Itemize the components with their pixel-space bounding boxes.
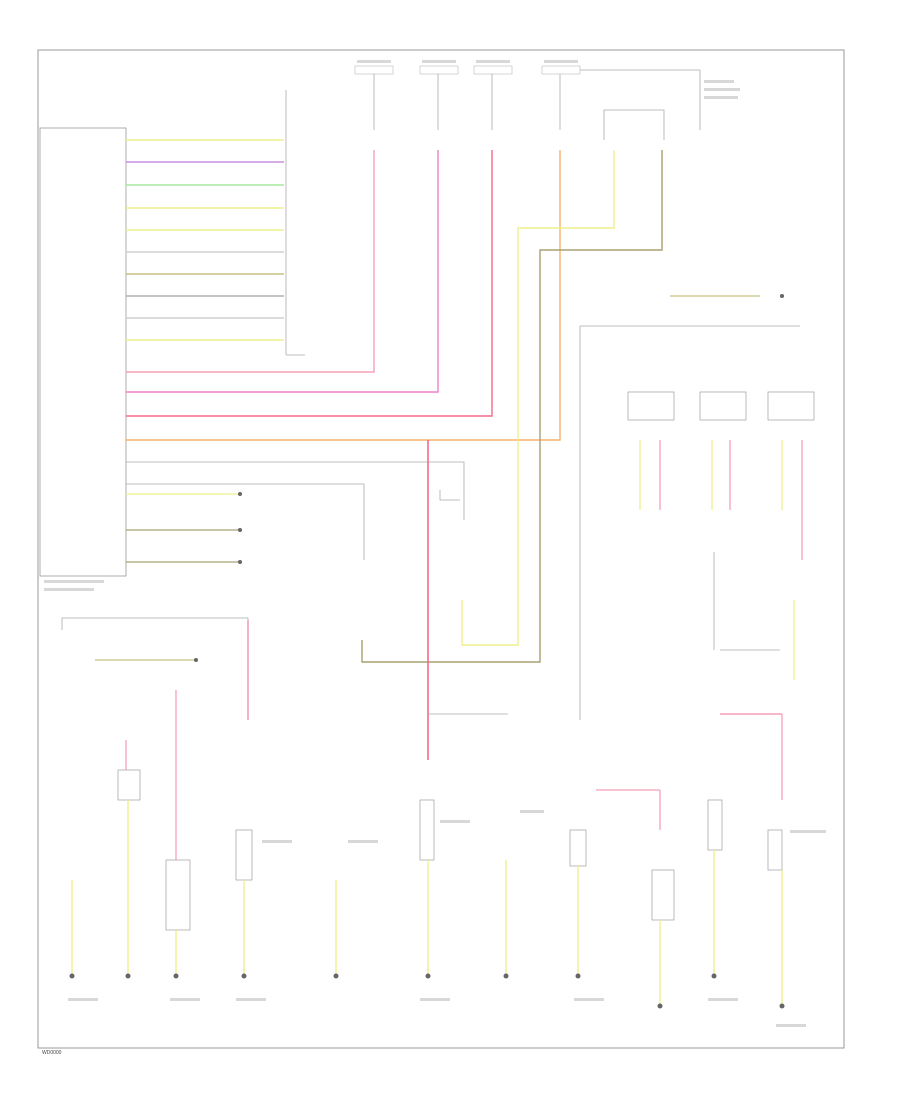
lower-components	[117, 769, 783, 931]
module-lower-wires	[126, 461, 465, 563]
feed-orange	[126, 150, 561, 441]
harness-wires	[126, 139, 284, 341]
feed-yellow-long	[461, 150, 615, 646]
illegible-labels	[44, 60, 826, 1027]
footer-tag: WD0000	[42, 1050, 62, 1056]
ground-drops	[71, 800, 783, 1005]
signal-feeds	[361, 150, 663, 663]
lower-wiring	[61, 440, 783, 860]
feed-pink-1	[126, 150, 375, 373]
right-upper	[579, 295, 815, 720]
top-fuses	[354, 65, 701, 140]
fuse-feeds	[126, 150, 561, 441]
central-module	[39, 127, 127, 577]
diagram-border	[37, 49, 845, 1049]
feed-magenta	[126, 150, 439, 393]
ground-points	[69, 294, 785, 1009]
feed-red	[126, 150, 493, 417]
feed-olive-long	[361, 150, 663, 663]
